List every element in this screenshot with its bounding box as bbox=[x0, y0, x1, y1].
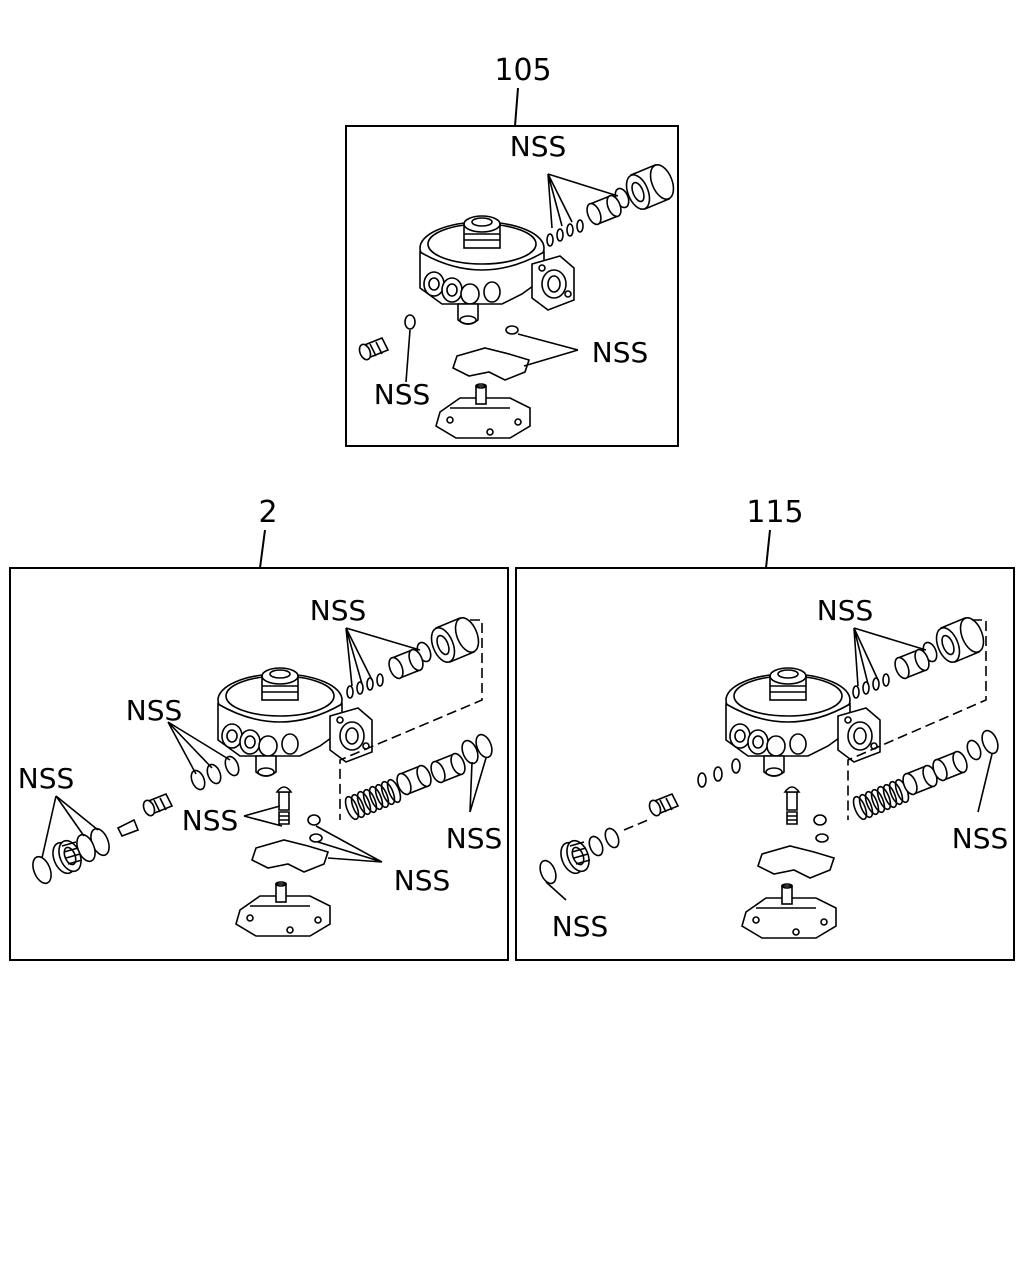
nss-label: NSS bbox=[510, 130, 567, 163]
o-ring bbox=[862, 681, 870, 695]
end-plug bbox=[621, 160, 679, 214]
cover-plate bbox=[235, 881, 331, 937]
o-ring bbox=[604, 827, 620, 849]
o-ring bbox=[556, 228, 564, 242]
nss-label: NSS bbox=[182, 804, 239, 837]
leader-lines bbox=[345, 627, 421, 687]
cover-plate bbox=[741, 883, 837, 939]
o-ring bbox=[566, 223, 574, 237]
end-cap bbox=[555, 836, 595, 878]
nss-label: NSS bbox=[446, 822, 503, 855]
gasket bbox=[757, 845, 835, 879]
panel-105: 105 NSS NSS NSS bbox=[345, 53, 679, 447]
ref-leader-line bbox=[259, 529, 266, 569]
panel-115: 115 NSS NSS NSS bbox=[515, 495, 1015, 961]
leader-lines bbox=[243, 805, 283, 827]
leader-lines bbox=[405, 329, 411, 383]
nss-label: NSS bbox=[817, 594, 874, 627]
nss-label: NSS bbox=[552, 910, 609, 943]
o-ring bbox=[461, 739, 479, 765]
spring bbox=[342, 777, 404, 822]
leader-lines bbox=[41, 795, 99, 859]
assembly-bracket bbox=[339, 619, 483, 820]
nss-label: NSS bbox=[592, 336, 649, 369]
o-ring bbox=[882, 673, 890, 687]
o-ring bbox=[731, 758, 741, 774]
end-plug bbox=[426, 613, 484, 667]
o-ring bbox=[713, 766, 723, 782]
nss-label: NSS bbox=[952, 822, 1009, 855]
o-ring bbox=[966, 739, 982, 761]
leader-lines bbox=[469, 757, 487, 813]
o-ring bbox=[539, 859, 557, 885]
panel-ref-number: 2 bbox=[258, 495, 277, 530]
o-ring bbox=[852, 685, 860, 699]
leader-lines bbox=[167, 721, 231, 775]
o-ring bbox=[475, 733, 493, 759]
o-ring bbox=[697, 772, 707, 788]
leader-lines bbox=[977, 753, 993, 813]
panel-frame bbox=[345, 125, 679, 447]
o-ring bbox=[505, 325, 519, 335]
pin bbox=[784, 786, 800, 825]
o-ring bbox=[588, 835, 604, 857]
o-ring bbox=[32, 855, 52, 885]
nss-label: NSS bbox=[394, 864, 451, 897]
o-ring bbox=[813, 814, 827, 826]
o-ring bbox=[546, 233, 554, 247]
cover-plate bbox=[435, 383, 531, 439]
o-ring bbox=[576, 219, 584, 233]
nss-label: NSS bbox=[18, 762, 75, 795]
o-ring bbox=[190, 769, 206, 791]
nss-label: NSS bbox=[374, 378, 431, 411]
panel-frame bbox=[515, 567, 1015, 961]
o-ring bbox=[404, 314, 416, 330]
valve-body bbox=[217, 667, 373, 777]
o-ring bbox=[307, 814, 321, 826]
panel-2: 2 NSS bbox=[9, 495, 509, 961]
panel-ref-number: 115 bbox=[746, 495, 803, 530]
spring bbox=[850, 777, 912, 822]
ref-leader-line bbox=[514, 87, 519, 127]
pin bbox=[116, 818, 140, 838]
panel-ref-number: 105 bbox=[494, 53, 551, 88]
o-ring bbox=[224, 755, 240, 777]
o-ring bbox=[356, 681, 364, 695]
o-ring bbox=[872, 677, 880, 691]
o-ring bbox=[366, 677, 374, 691]
leader-lines bbox=[315, 825, 383, 863]
o-ring bbox=[815, 833, 829, 843]
o-ring bbox=[346, 685, 354, 699]
leader-lines bbox=[853, 627, 927, 687]
o-ring bbox=[376, 673, 384, 687]
nss-label: NSS bbox=[310, 594, 367, 627]
pin bbox=[623, 819, 649, 831]
leader-lines bbox=[547, 173, 619, 229]
valve-body bbox=[419, 215, 575, 325]
piston bbox=[427, 750, 469, 786]
ref-leader-line bbox=[765, 529, 771, 569]
o-ring bbox=[309, 833, 323, 843]
leader-lines bbox=[545, 881, 567, 901]
o-ring bbox=[981, 729, 999, 755]
valve-body bbox=[725, 667, 881, 777]
bolt bbox=[140, 793, 173, 819]
end-plug bbox=[931, 613, 989, 667]
assembly-bracket bbox=[847, 619, 987, 820]
nss-label: NSS bbox=[126, 694, 183, 727]
panel-frame bbox=[9, 567, 509, 961]
o-ring bbox=[206, 763, 222, 785]
gasket bbox=[251, 839, 329, 873]
gasket bbox=[452, 347, 530, 381]
bolt bbox=[356, 337, 389, 363]
bolt bbox=[646, 793, 679, 819]
leader-lines bbox=[517, 333, 579, 367]
